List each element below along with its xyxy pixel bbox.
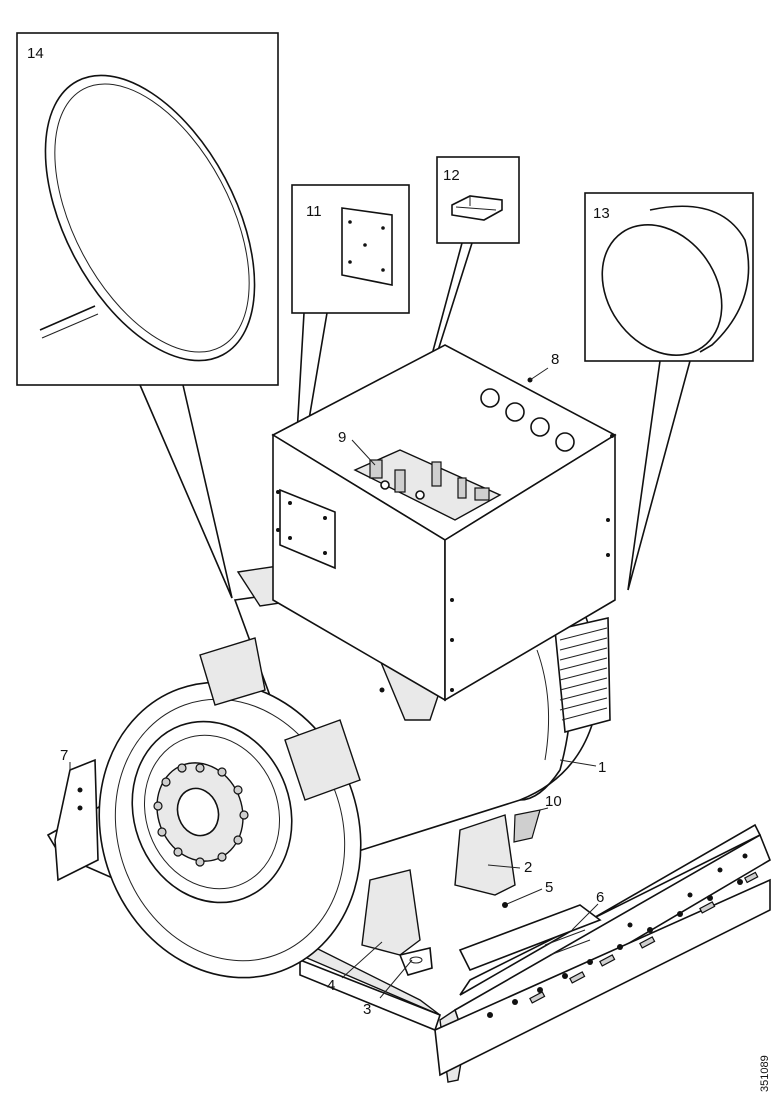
air-window-right — [284, 719, 361, 801]
callout-7: 7 — [60, 747, 68, 764]
air-outlet-louvre — [554, 617, 611, 734]
rear-foot — [454, 814, 516, 896]
inset-12-frame — [436, 156, 520, 244]
callout-labels: 1 2 3 4 5 6 7 8 9 10 11 12 13 14 — [27, 45, 610, 1018]
gasket-ring-outer — [44, 74, 256, 362]
callout-8: 8 — [551, 351, 559, 368]
inset-11-frame — [291, 184, 410, 314]
connector-block — [451, 195, 503, 221]
callout-13: 13 — [593, 205, 610, 222]
callout-6: 6 — [596, 889, 604, 906]
cross-rail-6 — [458, 904, 602, 972]
shim-10 — [513, 809, 541, 843]
gasket-tail — [39, 305, 96, 331]
callout-9: 9 — [338, 429, 346, 446]
cover-plate — [341, 207, 393, 286]
terminal-box — [271, 344, 617, 702]
mounting-feet — [361, 809, 541, 976]
callout-1: 1 — [598, 759, 606, 776]
callout-10: 10 — [545, 793, 562, 810]
callout-5: 5 — [545, 879, 553, 896]
figure-reference-number: 351089 — [759, 1055, 771, 1092]
leader-13 — [627, 360, 691, 591]
detail-inset-13 — [584, 192, 754, 591]
inset-13-frame — [584, 192, 754, 362]
leader-14 — [139, 384, 233, 599]
detail-inset-14 — [16, 32, 279, 599]
terminal-box-right-wall — [444, 433, 616, 702]
gasket-ring-inner — [54, 83, 250, 353]
cover-plate-mounted — [279, 488, 336, 570]
cap-rim — [649, 205, 750, 353]
callout-12: 12 — [443, 167, 460, 184]
callout-leaders — [69, 367, 599, 999]
shaft-end — [176, 787, 220, 837]
air-window-top — [199, 637, 266, 706]
callout-2: 2 — [524, 859, 532, 876]
cap-face — [601, 224, 723, 356]
bolt-5 — [502, 902, 508, 908]
callout-4: 4 — [327, 977, 335, 994]
callout-3: 3 — [363, 1001, 371, 1018]
callout-14: 14 — [27, 45, 44, 62]
lifting-bracket-7 — [54, 758, 99, 882]
drive-end-bracket — [98, 637, 362, 979]
front-foot — [361, 869, 421, 956]
callout-11: 11 — [306, 203, 322, 220]
inset-14-frame — [16, 32, 279, 386]
base-rail-lower — [434, 878, 771, 1077]
terminal-board-9 — [353, 449, 502, 521]
